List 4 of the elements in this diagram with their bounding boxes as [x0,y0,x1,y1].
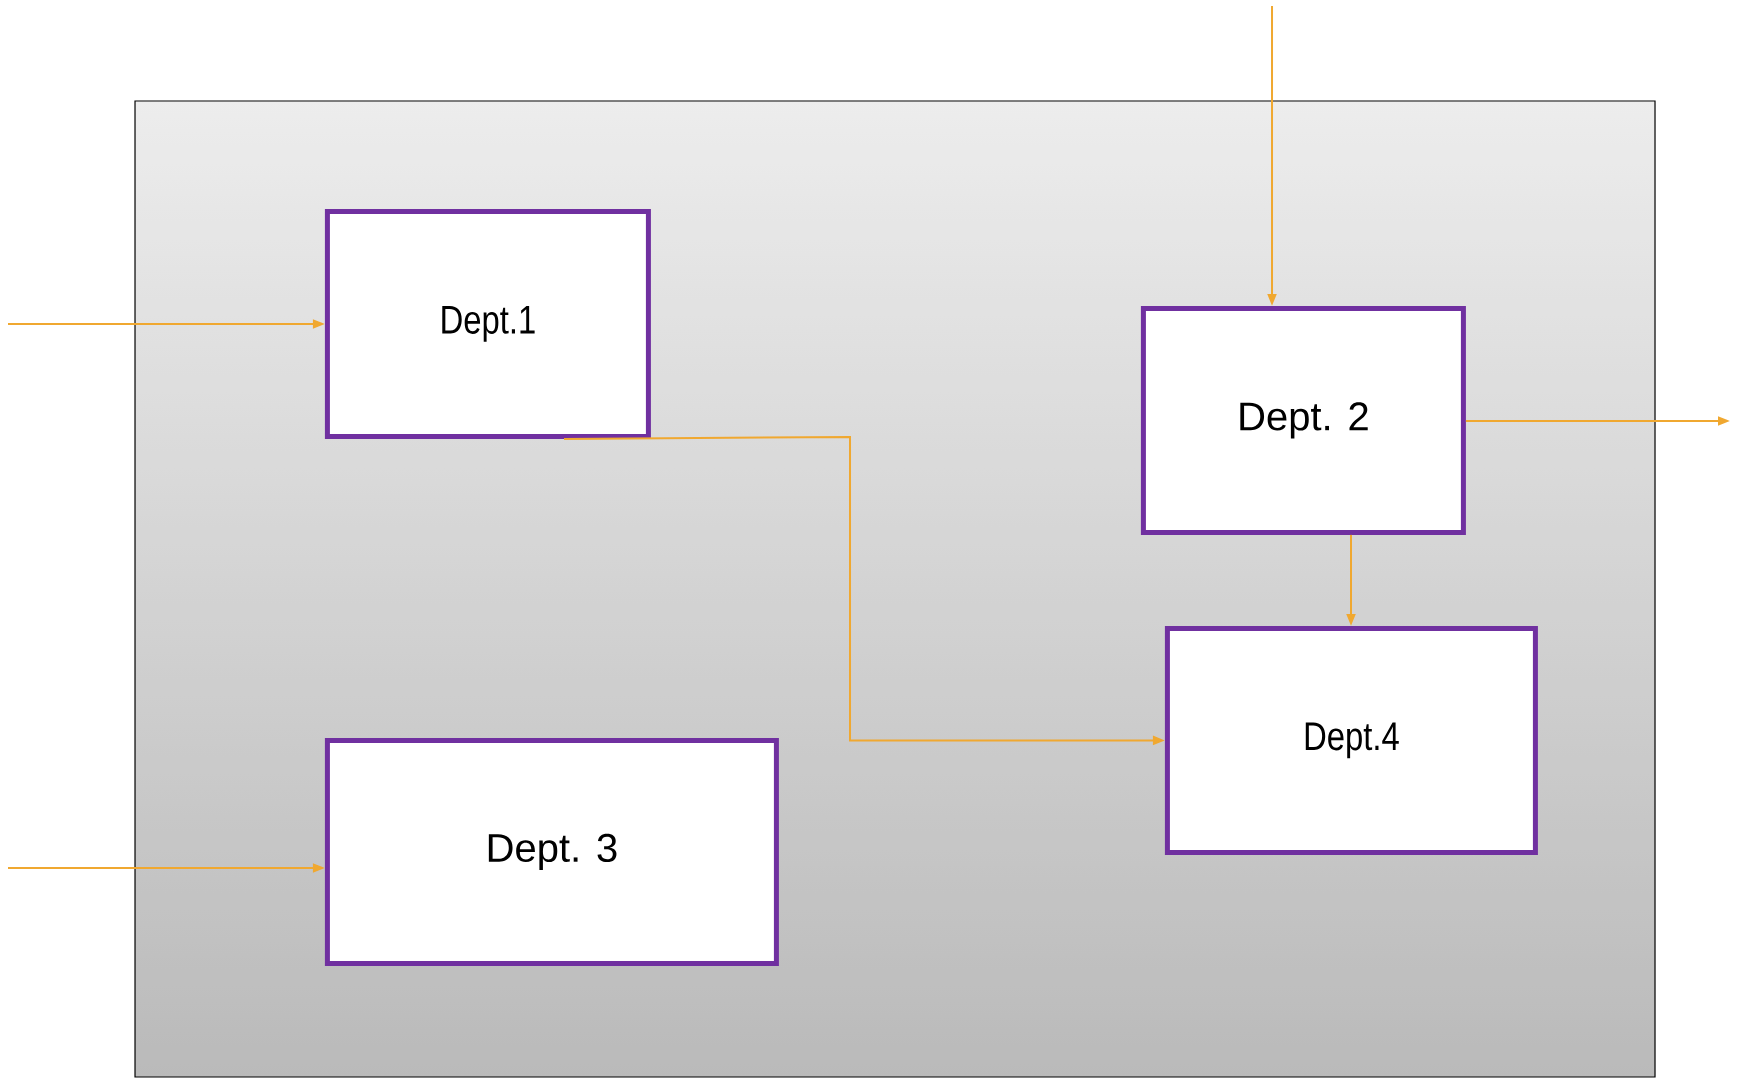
department-box: Dept. 2 [1140,305,1466,535]
department-box: Dept. 3 [324,737,779,966]
department-box: Dept.4 [1164,625,1538,855]
department-box: Dept.1 [324,208,651,439]
